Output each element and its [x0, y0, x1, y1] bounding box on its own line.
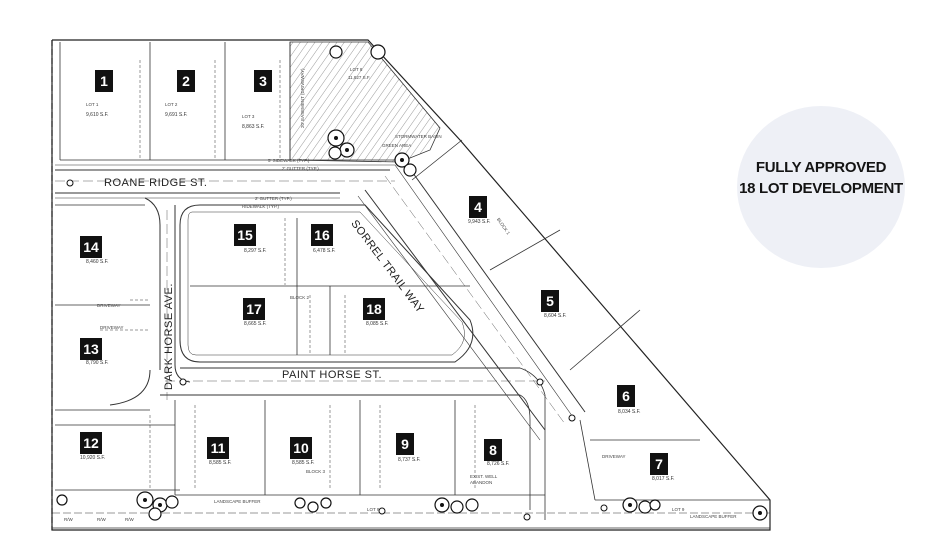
block2-note: BLOCK 2	[290, 295, 310, 300]
street-label-roane: ROANE RIDGE ST.	[104, 177, 208, 189]
lot-16-badge: 16	[311, 224, 333, 246]
lot-9-badge: 9	[396, 433, 414, 455]
lot8-label: LOT 8	[350, 67, 363, 72]
lot-4-badge: 4	[469, 196, 487, 218]
lot-2-badge: 2	[177, 70, 195, 92]
driveway-note-3: DRIVEWAY	[602, 454, 626, 459]
green-area-note: GREEN AREA	[382, 143, 412, 148]
top-lots-lines	[59, 42, 400, 161]
landscape-buffer-note-2: LANDSCAPE BUFFER	[690, 514, 737, 519]
stormwater-note: STORMWATER BASIN	[395, 134, 442, 139]
lot-3-label: LOT 3	[242, 114, 255, 119]
lot-1-badge: 1	[95, 70, 113, 92]
lot-16-area: 6,478 S.F.	[313, 248, 336, 254]
lot9-note-2: LOT 9	[672, 507, 685, 512]
lot-6-area: 8,034 S.F.	[618, 409, 641, 415]
lot-7-badge: 7	[650, 453, 668, 475]
lot-9-area: 8,737 S.F.	[398, 457, 421, 463]
driveway-note-2: DRIVEWAY	[100, 325, 124, 330]
lot-2-area: 9,691 S.F.	[165, 112, 188, 118]
lot-14-badge: 14	[80, 236, 102, 258]
gutter-note: 2' GUTTER (TYP.)	[282, 166, 319, 171]
lot-18-badge: 18	[363, 298, 385, 320]
rw-note-2: R/W	[97, 517, 106, 522]
lot-10-area: 8,585 S.F.	[292, 460, 315, 466]
lot-8-badge: 8	[484, 439, 502, 461]
block2-island	[179, 204, 474, 363]
info-text: FULLY APPROVED 18 LOT DEVELOPMENT	[737, 157, 905, 199]
info-line-1: FULLY APPROVED	[755, 159, 887, 176]
lot-15-area: 8,297 S.F.	[244, 248, 267, 254]
bottom-lots-lines	[174, 400, 545, 496]
lot-11-badge: 11	[207, 437, 229, 459]
lot-3-area: 8,863 S.F.	[242, 124, 265, 130]
lot-11-area: 8,585 S.F.	[209, 460, 232, 466]
gutter-note-2: 2' GUTTER (TYP.)	[255, 196, 292, 201]
lot-1-area: 9,610 S.F.	[86, 112, 109, 118]
utility-markers	[66, 179, 608, 521]
ridewalk-note: RIDEWALK (TYP.)	[242, 204, 280, 209]
lot-1-label: LOT 1	[86, 102, 99, 107]
bottom-row-lines	[52, 512, 770, 529]
lot8-area: 11,827 S.F.	[348, 75, 371, 80]
street-label-dark-horse: DARK HORSE AVE.	[163, 283, 175, 390]
lot-5-area: 8,604 S.F.	[544, 313, 567, 319]
lot-4-area: 9,943 S.F.	[468, 219, 491, 225]
lot-17-area: 8,665 S.F.	[244, 321, 267, 327]
lot-6-badge: 6	[617, 385, 635, 407]
exist-well-note: EXIST. WELL	[470, 474, 498, 479]
right-lots-lines	[411, 139, 770, 501]
easement-note: 20' EASEMENT (DRIVEWAY)	[300, 68, 305, 128]
lot-2-label: LOT 2	[165, 102, 178, 107]
rw-note: R/W	[64, 517, 73, 522]
lot-10-badge: 10	[290, 437, 312, 459]
landscape-buffer-note: LANDSCAPE BUFFER	[214, 499, 261, 504]
roane-ridge-road	[55, 164, 395, 199]
lot-8-area: 8,726 S.F.	[487, 461, 510, 467]
lot-3-badge: 3	[254, 70, 272, 92]
lot-13-badge: 13	[80, 338, 102, 360]
sidewalk-note: 5' SIDEWALK (TYP.)	[268, 158, 310, 163]
lot9-note: LOT 9	[367, 507, 380, 512]
info-line-2: 18 LOT DEVELOPMENT	[739, 180, 903, 197]
dark-horse-road	[109, 197, 191, 406]
lot8-hatched-area	[289, 41, 441, 163]
block3-note: BLOCK 3	[306, 469, 326, 474]
sorrel-trail-road	[357, 161, 586, 441]
left-lots-lines	[55, 204, 180, 491]
lot-13-area: 8,790 S.F.	[86, 360, 109, 366]
info-badge	[737, 106, 905, 268]
lot-15-badge: 15	[234, 224, 256, 246]
driveway-note: DRIVEWAY	[97, 303, 121, 308]
street-label-paint-horse: PAINT HORSE ST.	[282, 369, 383, 381]
lot-12-badge: 12	[80, 432, 102, 454]
lot-7-area: 8,017 S.F.	[652, 476, 675, 482]
tree-centers	[143, 136, 762, 515]
lot-5-badge: 5	[541, 290, 559, 312]
abandon-note: ABANDON	[470, 480, 493, 485]
lot-12-area: 10,920 S.F.	[80, 455, 106, 461]
lot-18-area: 8,085 S.F.	[366, 321, 389, 327]
lot-14-area: 8,460 S.F.	[86, 259, 109, 265]
rw-note-3: R/W	[125, 517, 134, 522]
lot-17-badge: 17	[243, 298, 265, 320]
